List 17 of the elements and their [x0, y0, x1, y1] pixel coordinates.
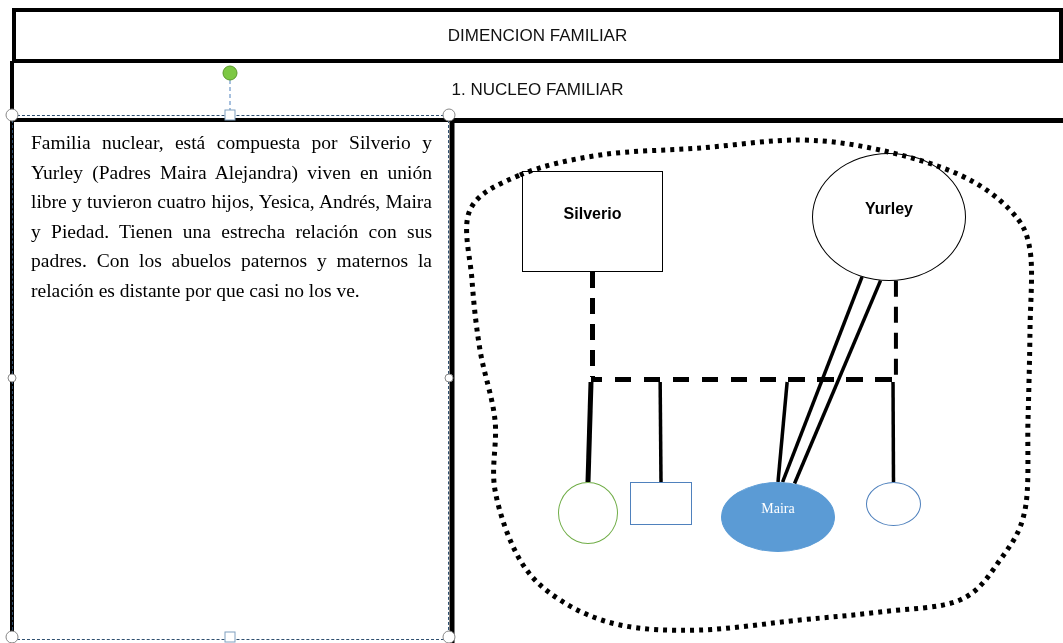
genogram-line: [585, 381, 594, 483]
genogram-line: [792, 279, 883, 485]
heading: DIMENCION FAMILIAR: [447, 25, 628, 46]
genogram-line: [893, 280, 898, 377]
genogram-line: [658, 382, 663, 482]
genogram-line: [891, 382, 896, 482]
genogram-line: [590, 272, 595, 377]
genogram-line: [776, 381, 789, 483]
heading: 1. NUCLEO FAMILIAR: [451, 79, 624, 100]
genogram-line: [780, 276, 864, 483]
person-name: Maira: [761, 501, 795, 517]
paragraph: Familia nuclear, está compuesta por Silverio y Yurley (Padres Maira Alejandra) viven en unión libre y tuvieron cuatro hijos, Yesica, Andrés, Maira y Piedad. Tienen una estrecha relación con sus padres. Con los abuelos paternos y maternos la relación es distante por que casi no los ve.: [31, 131, 432, 303]
genogram-male-box: [630, 482, 692, 525]
person-name: Yurley: [865, 200, 913, 218]
person-name: Silverio: [563, 204, 622, 223]
genogram-male-box: [522, 171, 663, 272]
table-header-cell: [12, 8, 1063, 63]
